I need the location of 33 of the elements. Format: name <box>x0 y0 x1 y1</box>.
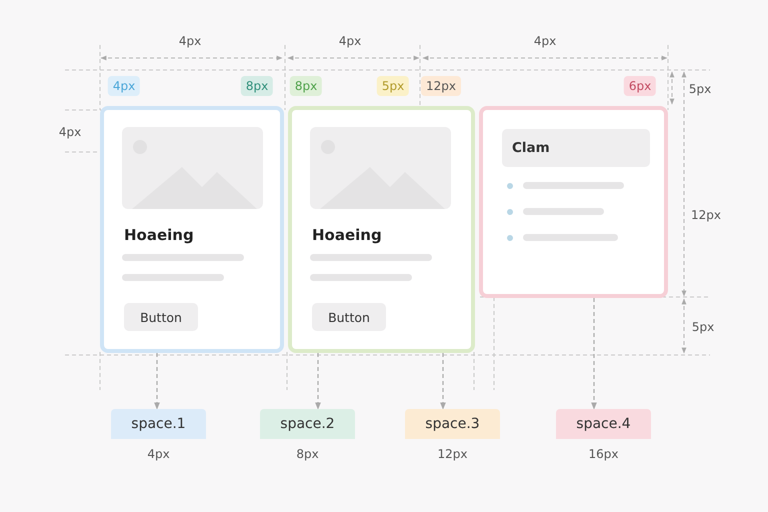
token-value: 12px <box>436 446 468 463</box>
card-heading: Hoaeing <box>124 226 194 244</box>
dimension-label: 4px <box>338 33 362 50</box>
card <box>479 106 668 298</box>
token-value: 4px <box>146 446 171 463</box>
spacing-badge: 4px <box>108 76 140 96</box>
dimension-label: 5px <box>690 319 716 336</box>
spacing-badge: 8px <box>290 76 322 96</box>
token-name: space.3 <box>405 409 500 439</box>
arrow <box>315 353 321 410</box>
arrow <box>154 353 160 410</box>
token-name: space.1 <box>111 409 206 439</box>
card-heading: Hoaeing <box>312 226 382 244</box>
spacing-badge: 8px <box>240 76 274 96</box>
spacing-badge: 6px <box>624 76 656 96</box>
dimension-label: 4px <box>532 33 558 50</box>
button: Button <box>312 303 386 331</box>
button: Button <box>124 303 198 331</box>
token-value: 16px <box>588 446 620 463</box>
dimension-label: 12px <box>690 207 722 224</box>
dimension-label: 5px <box>688 81 712 98</box>
token-name: space.4 <box>556 409 651 439</box>
spacing-badge: 5px <box>376 76 410 96</box>
token-name: space.2 <box>260 409 355 439</box>
arrow <box>591 298 597 410</box>
token-value: 8px <box>295 446 320 463</box>
card <box>288 106 475 353</box>
arrow <box>440 353 446 410</box>
card <box>100 106 284 353</box>
title-bar: Clam <box>502 129 650 167</box>
dimension-label: 4px <box>178 33 202 50</box>
spacing-badge: 12px <box>421 76 461 96</box>
dimension-label: 4px <box>58 124 82 141</box>
